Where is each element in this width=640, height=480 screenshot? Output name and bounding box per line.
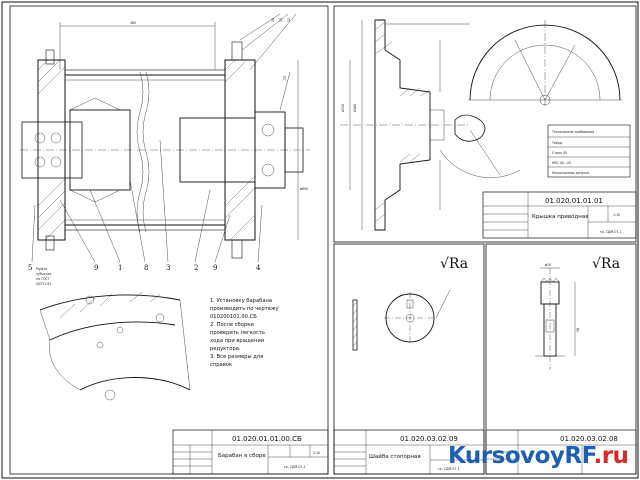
cover-code: 01.020.01.01.01 [545,197,603,205]
assembly-org: гр. СДМ-07-1 [284,465,306,469]
note-line-9: справок [210,362,232,368]
assembly-drawing: 465 [20,13,329,475]
assembly-code: 01.020.01.01.00.СБ [232,435,302,443]
svg-text:465: 465 [130,21,136,25]
assembly-title: Барабан в сборе [218,453,266,459]
note-line-2: производить по чертежу [210,306,279,312]
note-line-1: 1. Установку барабана [210,298,272,304]
callout-7: 9 [213,264,217,272]
cover-scale: 1:10 [613,213,620,217]
cover-req-3: HRC 40...45 [552,161,571,165]
callout-6: 2 [194,264,198,272]
svg-text:ø160: ø160 [353,104,357,112]
washer-title: Шайба стопорная [369,453,421,460]
side-note-2: зубчатая [36,272,51,276]
watermark-logo: KursovoyRF.ru [448,443,629,469]
note-line-4: 2. После сборки [210,322,254,328]
cover-req-4: Неуказанные допуски [552,171,589,175]
cover-drawing: ø210 ø160 Технические требования Твёрд. … [340,19,637,239]
note-line-7: редуктора. [210,346,241,352]
note-line-8: 3. Все размеры для [210,354,263,360]
cover-title: Крышка приводная [532,214,589,220]
side-note-1: Муфта [36,267,47,271]
assembly-scale: 1:10 [313,451,320,455]
washer-code: 01.020.03.02.09 [400,435,458,443]
callout-1: 5 [28,264,32,272]
callout-3: 1 [118,264,122,272]
washer-org: гр. СДМ-07-1 [438,467,460,471]
callout-8: 4 [256,264,261,272]
side-note-3: по ГОСТ [36,277,50,281]
top-callout-3: 12 [287,18,291,22]
top-callout-4: 13 [283,76,287,80]
axle-drawing: √Ra 56 ø20 01.020.03.02.08 [485,256,637,475]
cover-req-1: Твёрд. [551,141,563,145]
side-note-4: 50371-92 [36,282,51,286]
axle-code: 01.020.03.02.08 [560,435,618,443]
callout-4: 8 [144,264,148,272]
svg-text:ø600: ø600 [300,187,308,191]
cover-title-block: 01.020.01.01.01 Крышка приводная 1:10 гр… [482,191,637,239]
cover-req-2: Сталь 45 [552,151,567,155]
note-line-5: проверить легкость [210,330,265,336]
washer-title-block: 01.020.03.02.09 Шайба стопорная гр. СДМ-… [333,429,485,475]
callout-2: 9 [94,264,98,272]
watermark-domain: .ru [593,443,629,469]
svg-text:56: 56 [576,328,580,332]
washer-drawing: √Ra 01.020.03.02.09 Шайба стопорная гр. … [333,256,485,475]
note-line-6: хода при вращении [210,338,264,344]
axle-roughness: √Ra [592,256,620,272]
svg-text:ø210: ø210 [341,104,345,112]
watermark-text: KursovoyRF [448,443,594,469]
svg-text:ø20: ø20 [545,263,551,267]
assembly-title-block: 01.020.01.01.00.СБ Барабан в сборе 1:10 … [172,429,329,475]
washer-roughness: √Ra [440,256,468,272]
cover-req-title: Технические требования [551,130,594,134]
axle-title-block: 01.020.03.02.08 [485,429,637,475]
top-callout-1: 10 [271,18,275,22]
top-callout-2: 11 [279,18,283,22]
callout-5: 3 [166,264,170,272]
note-line-3: 010200101.00.СБ [210,314,257,320]
cover-org: гр. СДМ-07-1 [600,230,622,234]
